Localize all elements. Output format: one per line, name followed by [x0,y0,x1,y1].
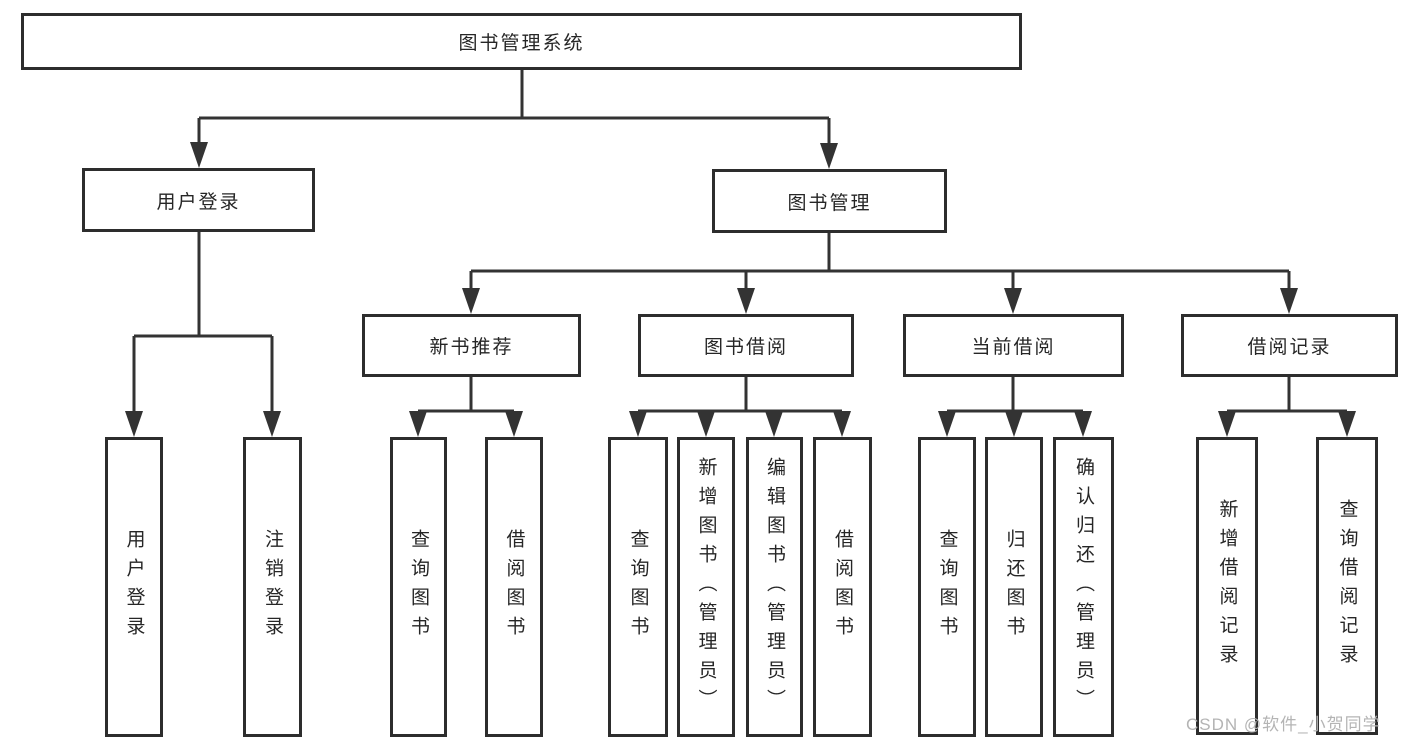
node-label-bb-edit-book: 编辑图书（管理员） [764,456,785,718]
node-borrow-records: 借阅记录 [1181,314,1398,377]
arrow-down-icon [505,411,523,437]
connector-group [462,233,1298,314]
arrow-down-icon [190,142,208,168]
node-login: 用户登录 [105,437,163,737]
node-br-add-record: 新增借阅记录 [1196,437,1258,735]
node-root: 图书管理系统 [21,13,1022,70]
node-user-login: 用户登录 [82,168,315,232]
node-bb-edit-book: 编辑图书（管理员） [746,437,803,737]
arrow-down-icon [1074,411,1092,437]
node-book-borrow: 图书借阅 [638,314,854,377]
arrow-down-icon [462,288,480,314]
arrow-down-icon [1218,411,1236,437]
node-book-mgmt: 图书管理 [712,169,947,233]
node-label-bb-query-book: 查询图书 [627,529,649,645]
node-label-br-add-record: 新增借阅记录 [1216,499,1238,673]
node-bb-add-book: 新增图书（管理员） [677,437,735,737]
node-label-borrow-records: 借阅记录 [1247,337,1332,358]
node-label-book-mgmt: 图书管理 [787,192,872,214]
node-label-cb-return-book: 归还图书 [1003,529,1025,645]
connector-group [629,377,851,437]
node-label-root: 图书管理系统 [458,33,585,54]
node-new-book-rec: 新书推荐 [362,314,581,377]
arrow-down-icon [1338,411,1356,437]
arrow-down-icon [409,411,427,437]
node-label-login: 用户登录 [123,529,145,645]
arrow-down-icon [737,288,755,314]
arrow-down-icon [1004,288,1022,314]
node-cb-confirm-return: 确认归还（管理员） [1053,437,1114,737]
node-label-book-borrow: 图书借阅 [703,337,788,358]
node-label-user-login: 用户登录 [156,191,241,213]
arrow-down-icon [125,411,143,437]
node-rec-borrow-book: 借阅图书 [485,437,543,737]
node-cb-return-book: 归还图书 [985,437,1043,737]
csdn-watermark: CSDN @软件_小贺同学 [1186,715,1381,734]
arrow-down-icon [765,411,783,437]
connector-group [1218,377,1356,437]
connector-group [409,377,523,437]
arrow-down-icon [938,411,956,437]
node-label-cb-confirm-return: 确认归还（管理员） [1073,456,1094,718]
connector-group [125,232,281,437]
node-label-new-book-rec: 新书推荐 [429,337,514,358]
connector-group [190,70,838,169]
node-label-current-borrow: 当前借阅 [971,337,1056,358]
node-bb-query-book: 查询图书 [608,437,668,737]
node-rec-query-book: 查询图书 [390,437,447,737]
arrow-down-icon [820,143,838,169]
node-label-rec-query-book: 查询图书 [408,529,429,645]
arrow-down-icon [697,411,715,437]
node-bb-borrow-book: 借阅图书 [813,437,872,737]
connector-group [938,377,1092,437]
node-label-bb-add-book: 新增图书（管理员） [695,456,717,718]
node-label-cb-query-book: 查询图书 [936,529,958,645]
node-label-br-query-record: 查询借阅记录 [1336,499,1358,673]
arrow-down-icon [1280,288,1298,314]
arrow-down-icon [833,411,851,437]
node-cb-query-book: 查询图书 [918,437,976,737]
arrow-down-icon [263,411,281,437]
node-current-borrow: 当前借阅 [903,314,1124,377]
node-label-bb-borrow-book: 借阅图书 [832,529,853,645]
arrow-down-icon [1005,411,1023,437]
node-br-query-record: 查询借阅记录 [1316,437,1378,735]
node-label-rec-borrow-book: 借阅图书 [503,529,525,645]
node-logout: 注销登录 [243,437,302,737]
node-label-logout: 注销登录 [262,529,283,645]
arrow-down-icon [629,411,647,437]
